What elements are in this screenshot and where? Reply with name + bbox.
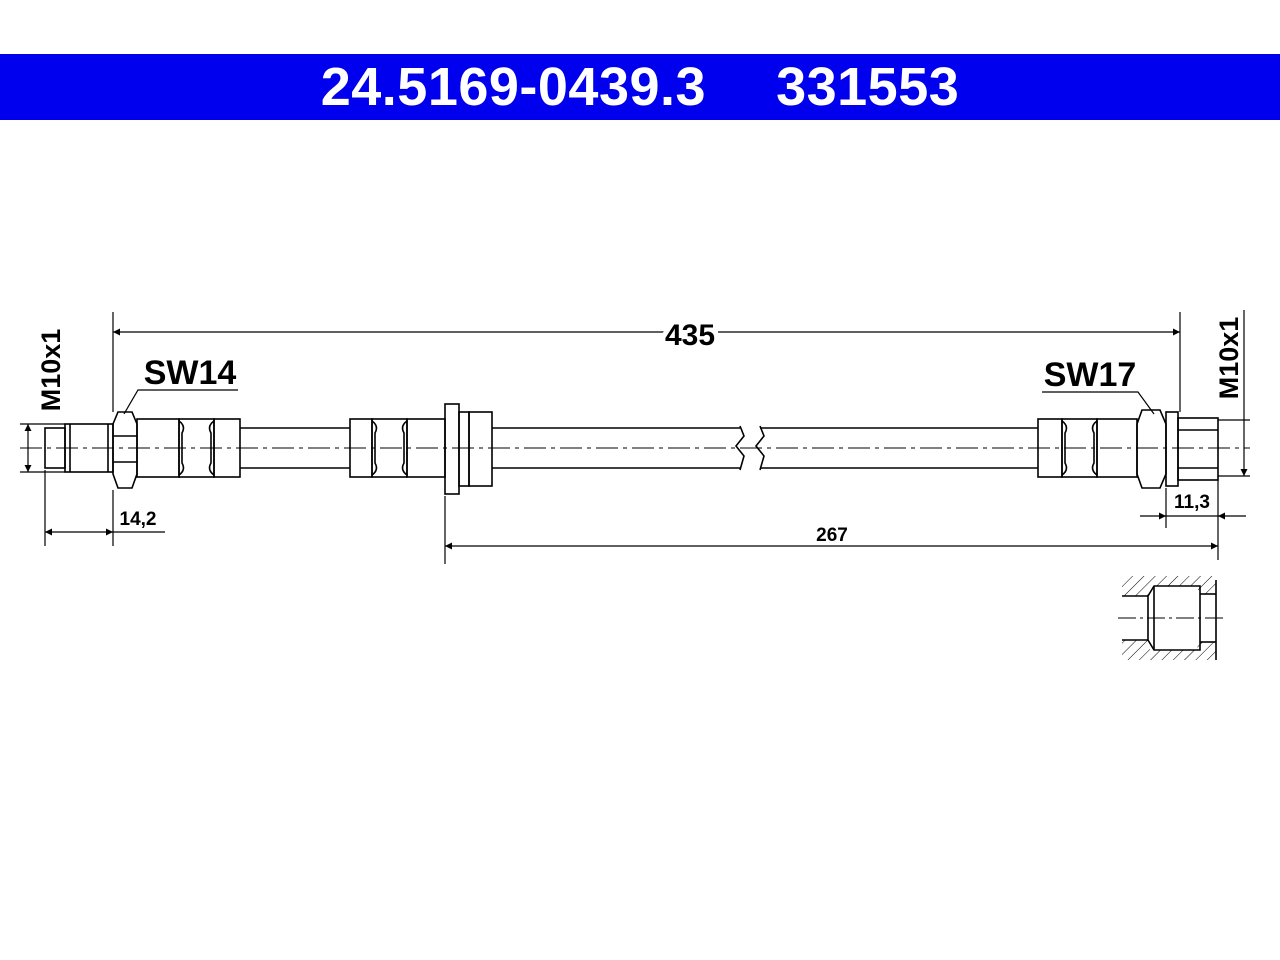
overall-length-label: 435	[665, 319, 715, 352]
left-fitting	[44, 411, 241, 489]
part-number: 24.5169-0439.3	[320, 57, 707, 117]
thread-right-label: M10x1	[1214, 317, 1244, 400]
right-fitting	[1037, 409, 1219, 489]
wrench-left-label: SW14	[144, 354, 237, 392]
wrench-right-leader	[1042, 391, 1155, 415]
reference-number: 331553	[776, 57, 960, 117]
wrench-left-leader	[123, 389, 238, 415]
left-fitting-length-label: 14,2	[120, 509, 157, 530]
bracket-length-label: 267	[816, 525, 848, 546]
wrench-right-label: SW17	[1044, 356, 1137, 394]
hose-body	[240, 425, 1038, 471]
right-fitting-length-label: 11,3	[1174, 492, 1210, 513]
bracket-sleeve	[444, 403, 493, 495]
title-bar: 24.5169-0439.3 331553	[0, 54, 1280, 120]
port-section-detail	[1118, 576, 1226, 660]
thread-left-label: M10x1	[36, 329, 66, 412]
